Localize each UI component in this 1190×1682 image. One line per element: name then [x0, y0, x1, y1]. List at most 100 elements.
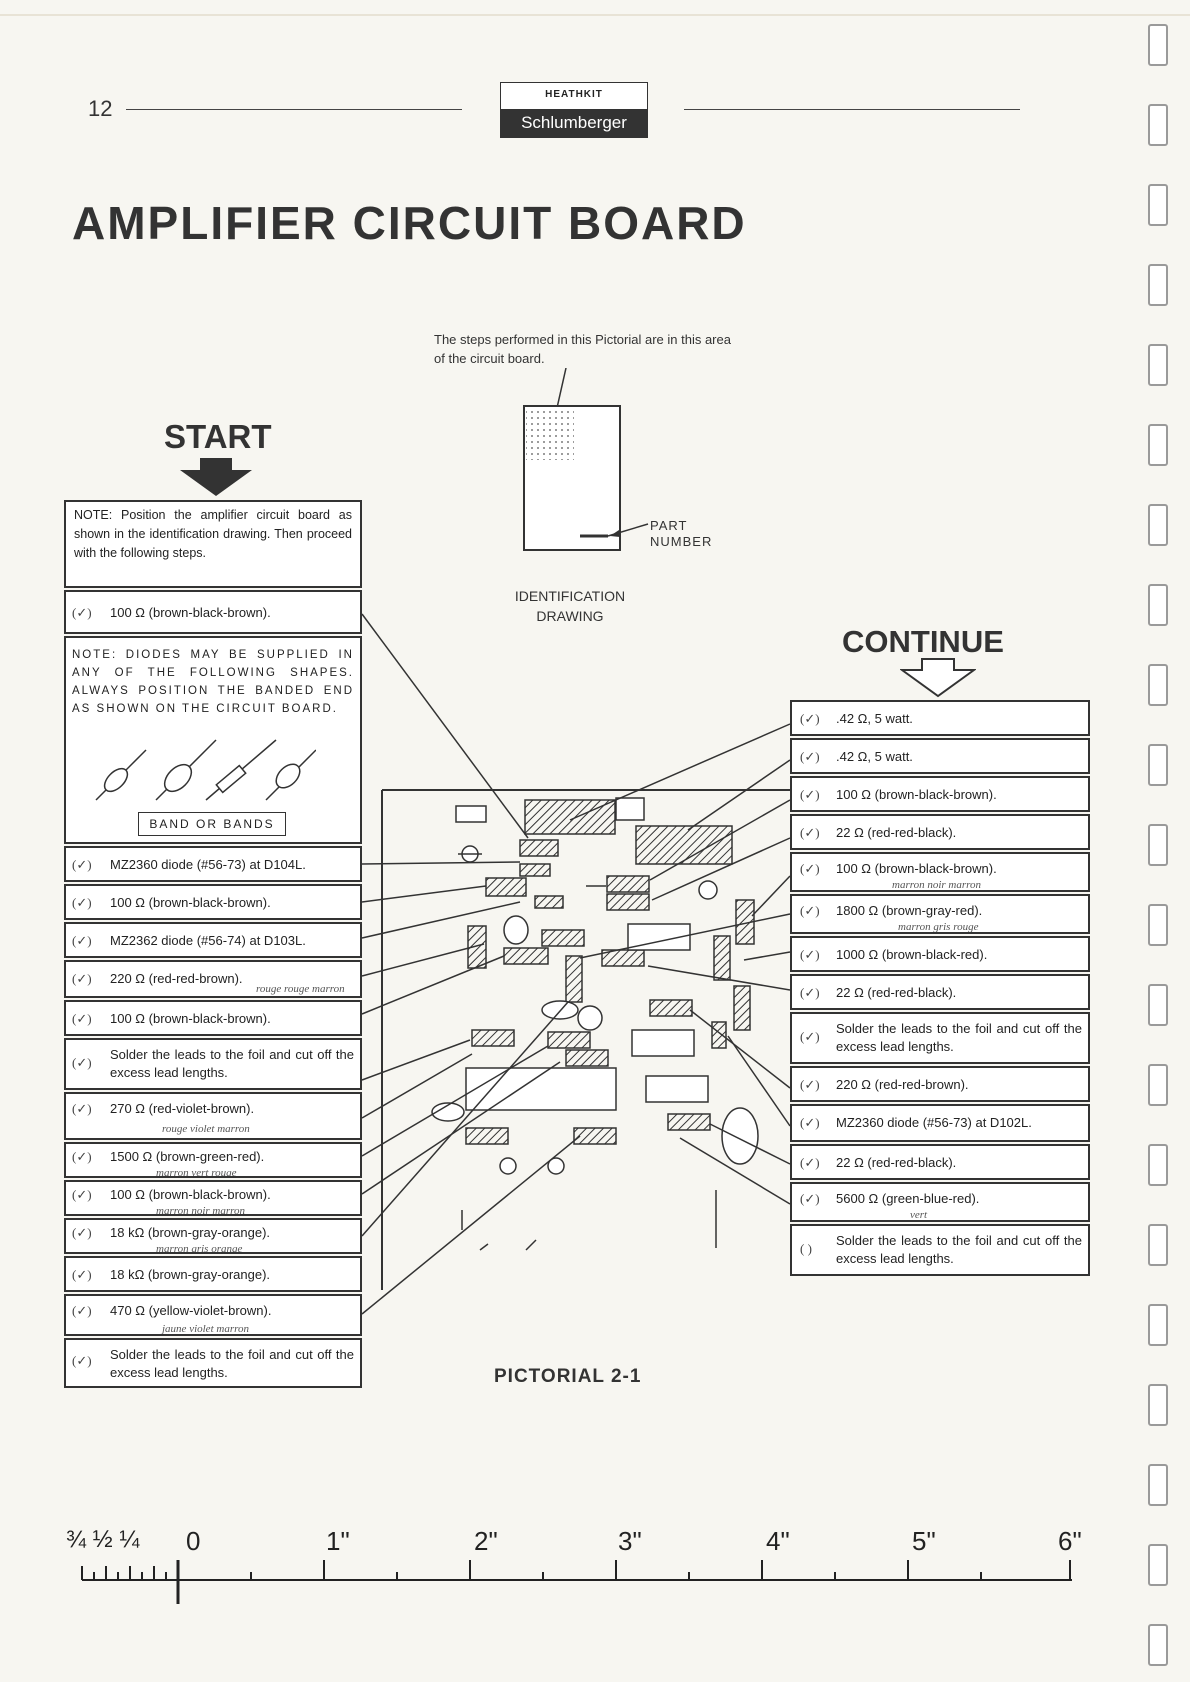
step-text: MZ2360 diode (#56-73) at D102L. [836, 1115, 1032, 1130]
step-text: 100 Ω (brown-black-brown). [836, 861, 997, 876]
step-checkbox[interactable]: (✓) [72, 1011, 92, 1026]
binder-hole [1148, 984, 1168, 1026]
left-step-1: (✓) MZ2360 diode (#56-73) at D104L. [64, 846, 362, 882]
ruler-label: 5" [912, 1526, 936, 1556]
handwritten-note: marron noir marron [892, 879, 982, 891]
left-step-2: (✓) 100 Ω (brown-black-brown). [64, 884, 362, 920]
step-checkbox[interactable]: (✓) [72, 1187, 92, 1202]
header-rule-left [126, 109, 462, 110]
handwritten-note: marron vert rouge [156, 1167, 237, 1178]
ruler-label: 4" [766, 1526, 790, 1556]
step-text: 22 Ω (red-red-black). [836, 1155, 957, 1170]
left-step-0: (✓) 100 Ω (brown-black-brown). [64, 590, 362, 634]
step-text: Solder the leads to the foil and cut off… [110, 1047, 354, 1080]
step-text: 100 Ω (brown-black-brown). [110, 605, 271, 620]
left-step-8: (✓) 1500 Ω (brown-green-red). marron ver… [64, 1142, 362, 1178]
header-rule-right [684, 109, 1020, 110]
step-text: 100 Ω (brown-black-brown). [110, 895, 271, 910]
handwritten-note: vert [910, 1209, 928, 1221]
binder-hole [1148, 744, 1168, 786]
identification-drawing [523, 368, 649, 551]
start-label: START [164, 418, 272, 455]
binder-hole [1148, 1304, 1168, 1346]
left-step-6: (✓) Solder the leads to the foil and cut… [64, 1038, 362, 1090]
handwritten-note: rouge violet marron [162, 1123, 250, 1135]
right-step-4: (✓) 100 Ω (brown-black-brown). marron no… [790, 852, 1090, 892]
binder-hole [1148, 24, 1168, 66]
step-text: MZ2362 diode (#56-74) at D103L. [110, 933, 306, 948]
step-checkbox[interactable]: (✓) [800, 787, 820, 802]
binder-hole [1148, 344, 1168, 386]
step-checkbox[interactable]: (✓) [800, 1077, 820, 1092]
step-text: 100 Ω (brown-black-brown). [110, 1011, 271, 1026]
step-checkbox[interactable]: (✓) [800, 749, 820, 764]
part-number-label: PART NUMBER [650, 518, 713, 549]
step-checkbox[interactable]: (✓) [72, 1303, 92, 1318]
step-text: 220 Ω (red-red-brown). [836, 1077, 969, 1092]
binder-hole [1148, 1224, 1168, 1266]
step-checkbox[interactable]: (✓) [800, 825, 820, 840]
step-checkbox[interactable]: (✓) [800, 1155, 820, 1170]
step-checkbox[interactable]: (✓) [72, 605, 92, 620]
binder-hole [1148, 1464, 1168, 1506]
diode-shapes-drawing [95, 739, 316, 801]
step-checkbox[interactable]: (✓) [72, 1225, 92, 1240]
step-checkbox[interactable]: (✓) [800, 861, 820, 876]
binder-hole [1148, 504, 1168, 546]
step-text: 100 Ω (brown-black-brown). [836, 787, 997, 802]
page-top-edge [0, 14, 1190, 16]
binder-hole [1148, 424, 1168, 466]
logo-subtitle: Schlumberger [501, 109, 647, 137]
left-step-13: (✓) Solder the leads to the foil and cut… [64, 1338, 362, 1388]
step-row: (✓) 100 Ω (brown-black-brown). [64, 590, 362, 634]
step-checkbox[interactable]: (✓) [800, 1115, 820, 1130]
handwritten-note: marron gris rouge [898, 921, 979, 933]
step-text: 18 kΩ (brown-gray-orange). [110, 1267, 271, 1282]
step-checkbox[interactable]: (✓) [72, 933, 92, 948]
step-checkbox[interactable]: (✓) [800, 985, 820, 1000]
step-checkbox[interactable]: (✓) [800, 903, 820, 918]
ruler-label: 6" [1058, 1526, 1082, 1556]
step-checkbox[interactable]: (✓) [72, 1101, 92, 1116]
band-label: BAND OR BANDS [138, 812, 286, 836]
step-checkbox[interactable]: (✓) [72, 857, 92, 872]
binder-hole [1148, 264, 1168, 306]
step-text: Solder the leads to the foil and cut off… [836, 1233, 1082, 1266]
heathkit-logo: HEATHKIT Schlumberger [500, 82, 648, 138]
step-checkbox[interactable]: (✓) [72, 1267, 92, 1282]
step-checkbox[interactable]: (✓) [72, 1055, 92, 1070]
step-text: Solder the leads to the foil and cut off… [836, 1021, 1082, 1054]
right-step-13: ( ) Solder the leads to the foil and cut… [790, 1224, 1090, 1276]
binder-hole [1148, 584, 1168, 626]
right-step-9: (✓) 220 Ω (red-red-brown). [790, 1066, 1090, 1102]
binder-hole [1148, 904, 1168, 946]
left-note-box: NOTE: Position the amplifier circuit boa… [64, 500, 362, 588]
right-step-12: (✓) 5600 Ω (green-blue-red). vert [790, 1182, 1090, 1222]
step-text: 22 Ω (red-red-black). [836, 825, 957, 840]
page-title: AMPLIFIER CIRCUIT BOARD [72, 197, 747, 249]
logo-brand: HEATHKIT [545, 89, 603, 100]
step-checkbox[interactable]: (✓) [72, 1353, 92, 1368]
step-checkbox[interactable]: (✓) [800, 947, 820, 962]
diode-note-box: NOTE: DIODES MAY BE SUPPLIED IN ANY OF T… [64, 636, 362, 844]
step-checkbox[interactable]: (✓) [72, 1149, 92, 1164]
step-checkbox[interactable]: (✓) [72, 895, 92, 910]
page-number: 12 [88, 96, 113, 121]
step-checkbox[interactable]: ( ) [800, 1241, 812, 1256]
right-step-1: (✓) .42 Ω, 5 watt. [790, 738, 1090, 774]
left-step-3: (✓) MZ2362 diode (#56-74) at D103L. [64, 922, 362, 958]
step-checkbox[interactable]: (✓) [800, 1191, 820, 1206]
right-step-0: (✓) .42 Ω, 5 watt. [790, 700, 1090, 736]
step-text: 470 Ω (yellow-violet-brown). [110, 1303, 272, 1318]
left-step-5: (✓) 100 Ω (brown-black-brown). [64, 1000, 362, 1036]
step-text: 22 Ω (red-red-black). [836, 985, 957, 1000]
step-checkbox[interactable]: (✓) [800, 711, 820, 726]
handwritten-note: jaune violet marron [162, 1323, 249, 1335]
step-checkbox[interactable]: (✓) [800, 1029, 820, 1044]
step-checkbox[interactable]: (✓) [72, 971, 92, 986]
right-step-11: (✓) 22 Ω (red-red-black). [790, 1144, 1090, 1180]
binder-hole [1148, 184, 1168, 226]
step-text: .42 Ω, 5 watt. [836, 749, 913, 764]
ruler-scale [81, 1560, 1072, 1604]
